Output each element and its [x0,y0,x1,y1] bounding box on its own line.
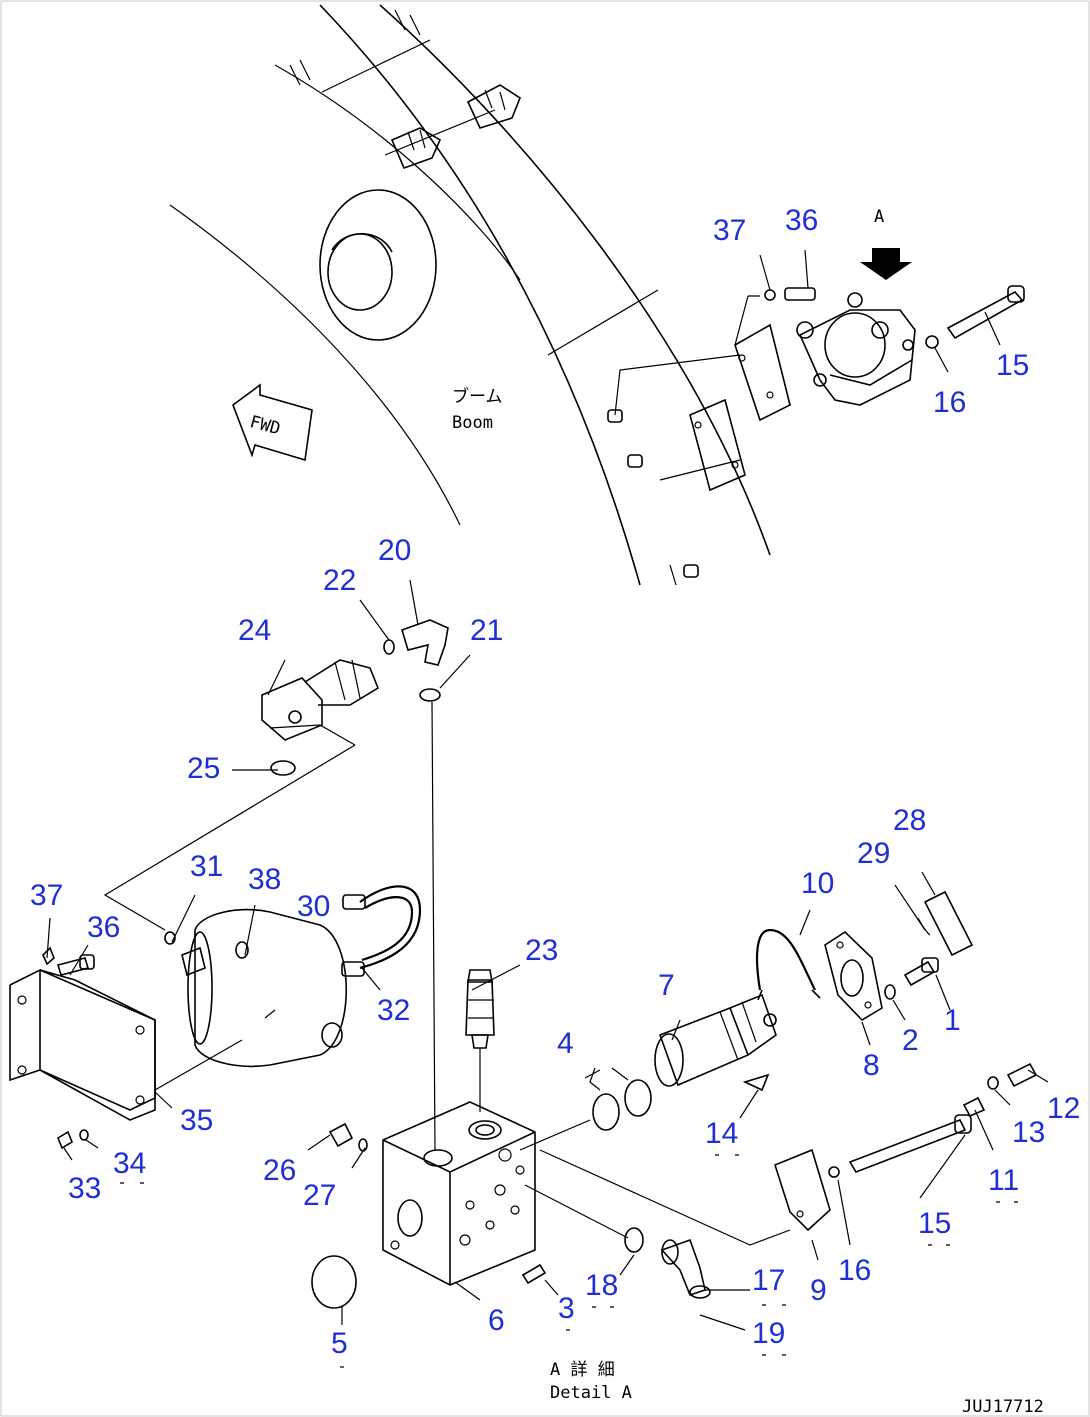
callout-37-upper: 37 [713,214,746,247]
boom-boss [319,189,437,341]
callout-30: 30 [297,890,330,923]
fwd-arrow: FWD [232,383,313,462]
callout-32: 32 [377,994,410,1027]
elbow-20 [383,619,449,702]
callout-12: 12 [1047,1092,1080,1125]
callout-numbers: 37 36 15 16 20 22 21 24 25 31 38 30 37 3… [30,204,1080,1360]
plate [894,884,974,957]
view-letter: A [874,207,884,227]
hose [341,885,422,977]
callout-29: 29 [857,837,890,870]
leader-lines [46,249,1049,1325]
callout-31: 31 [190,850,223,883]
callout-23: 23 [525,934,558,967]
callout-28: 28 [893,804,926,837]
callout-6: 6 [488,1304,505,1337]
callout-16-upper: 16 [933,386,966,419]
boom-label-jp: ブーム [452,386,503,407]
callout-9: 9 [810,1274,827,1307]
valve-block [382,1101,536,1286]
callout-27: 27 [303,1179,336,1212]
callout-35: 35 [180,1104,213,1137]
cable [755,928,816,991]
callout-14: 14 [705,1117,738,1150]
callout-34: 34 [113,1147,146,1180]
callout-33: 33 [68,1172,101,1205]
callout-13: 13 [1012,1116,1045,1149]
callout-20: 20 [378,534,411,567]
callout-2: 2 [902,1024,919,1057]
o-rings [584,1067,652,1131]
callout-21: 21 [470,614,503,647]
bolt-washer [884,957,939,1000]
callout-1: 1 [944,1004,961,1037]
callout-36-upper: 36 [785,204,818,237]
upper-valve-assembly: A [689,207,1025,492]
pressure-switch [465,969,495,1112]
drawing-code: JUJ17712 [962,1397,1044,1417]
callout-36-lower: 36 [87,911,120,944]
callout-25: 25 [187,752,220,785]
callout-ticks [120,1154,1018,1368]
callout-4: 4 [557,1027,574,1060]
accumulator [181,908,348,1068]
detail-label-en: Detail A [550,1383,632,1403]
solenoid [654,993,777,1087]
boom-bracket [390,84,521,170]
fitting-26-27 [328,1122,368,1152]
callout-37-lower: 37 [30,879,63,912]
boom-bolt [607,409,699,578]
callout-38: 38 [248,863,281,896]
callout-10: 10 [801,867,834,900]
detail-label-jp: A 詳 細 [550,1360,615,1380]
callout-11: 11 [988,1164,1019,1197]
callout-7: 7 [658,969,675,1002]
bracket-9 [774,1148,840,1232]
bracket-35 [9,968,156,1121]
callout-16-lower: 16 [838,1254,871,1287]
long-bolt [848,1062,1038,1173]
callout-15-lower: 15 [918,1207,951,1240]
callout-18: 18 [585,1269,618,1302]
pressure-sensor [261,659,379,776]
flange [824,930,883,1022]
callout-8: 8 [863,1049,880,1082]
callout-24: 24 [238,614,271,647]
boom-outline [169,4,771,586]
fwd-label: FWD [248,412,283,439]
callout-19: 19 [752,1317,785,1350]
callout-22: 22 [323,564,356,597]
callout-26: 26 [263,1154,296,1187]
callout-3: 3 [558,1292,575,1325]
callout-17: 17 [752,1264,785,1297]
elbow-fitting [660,1238,750,1331]
boom-label-en: Boom [452,413,493,433]
callout-15-upper: 15 [996,349,1029,382]
bolts-lower-left [42,931,176,1150]
callout-5: 5 [331,1327,348,1360]
